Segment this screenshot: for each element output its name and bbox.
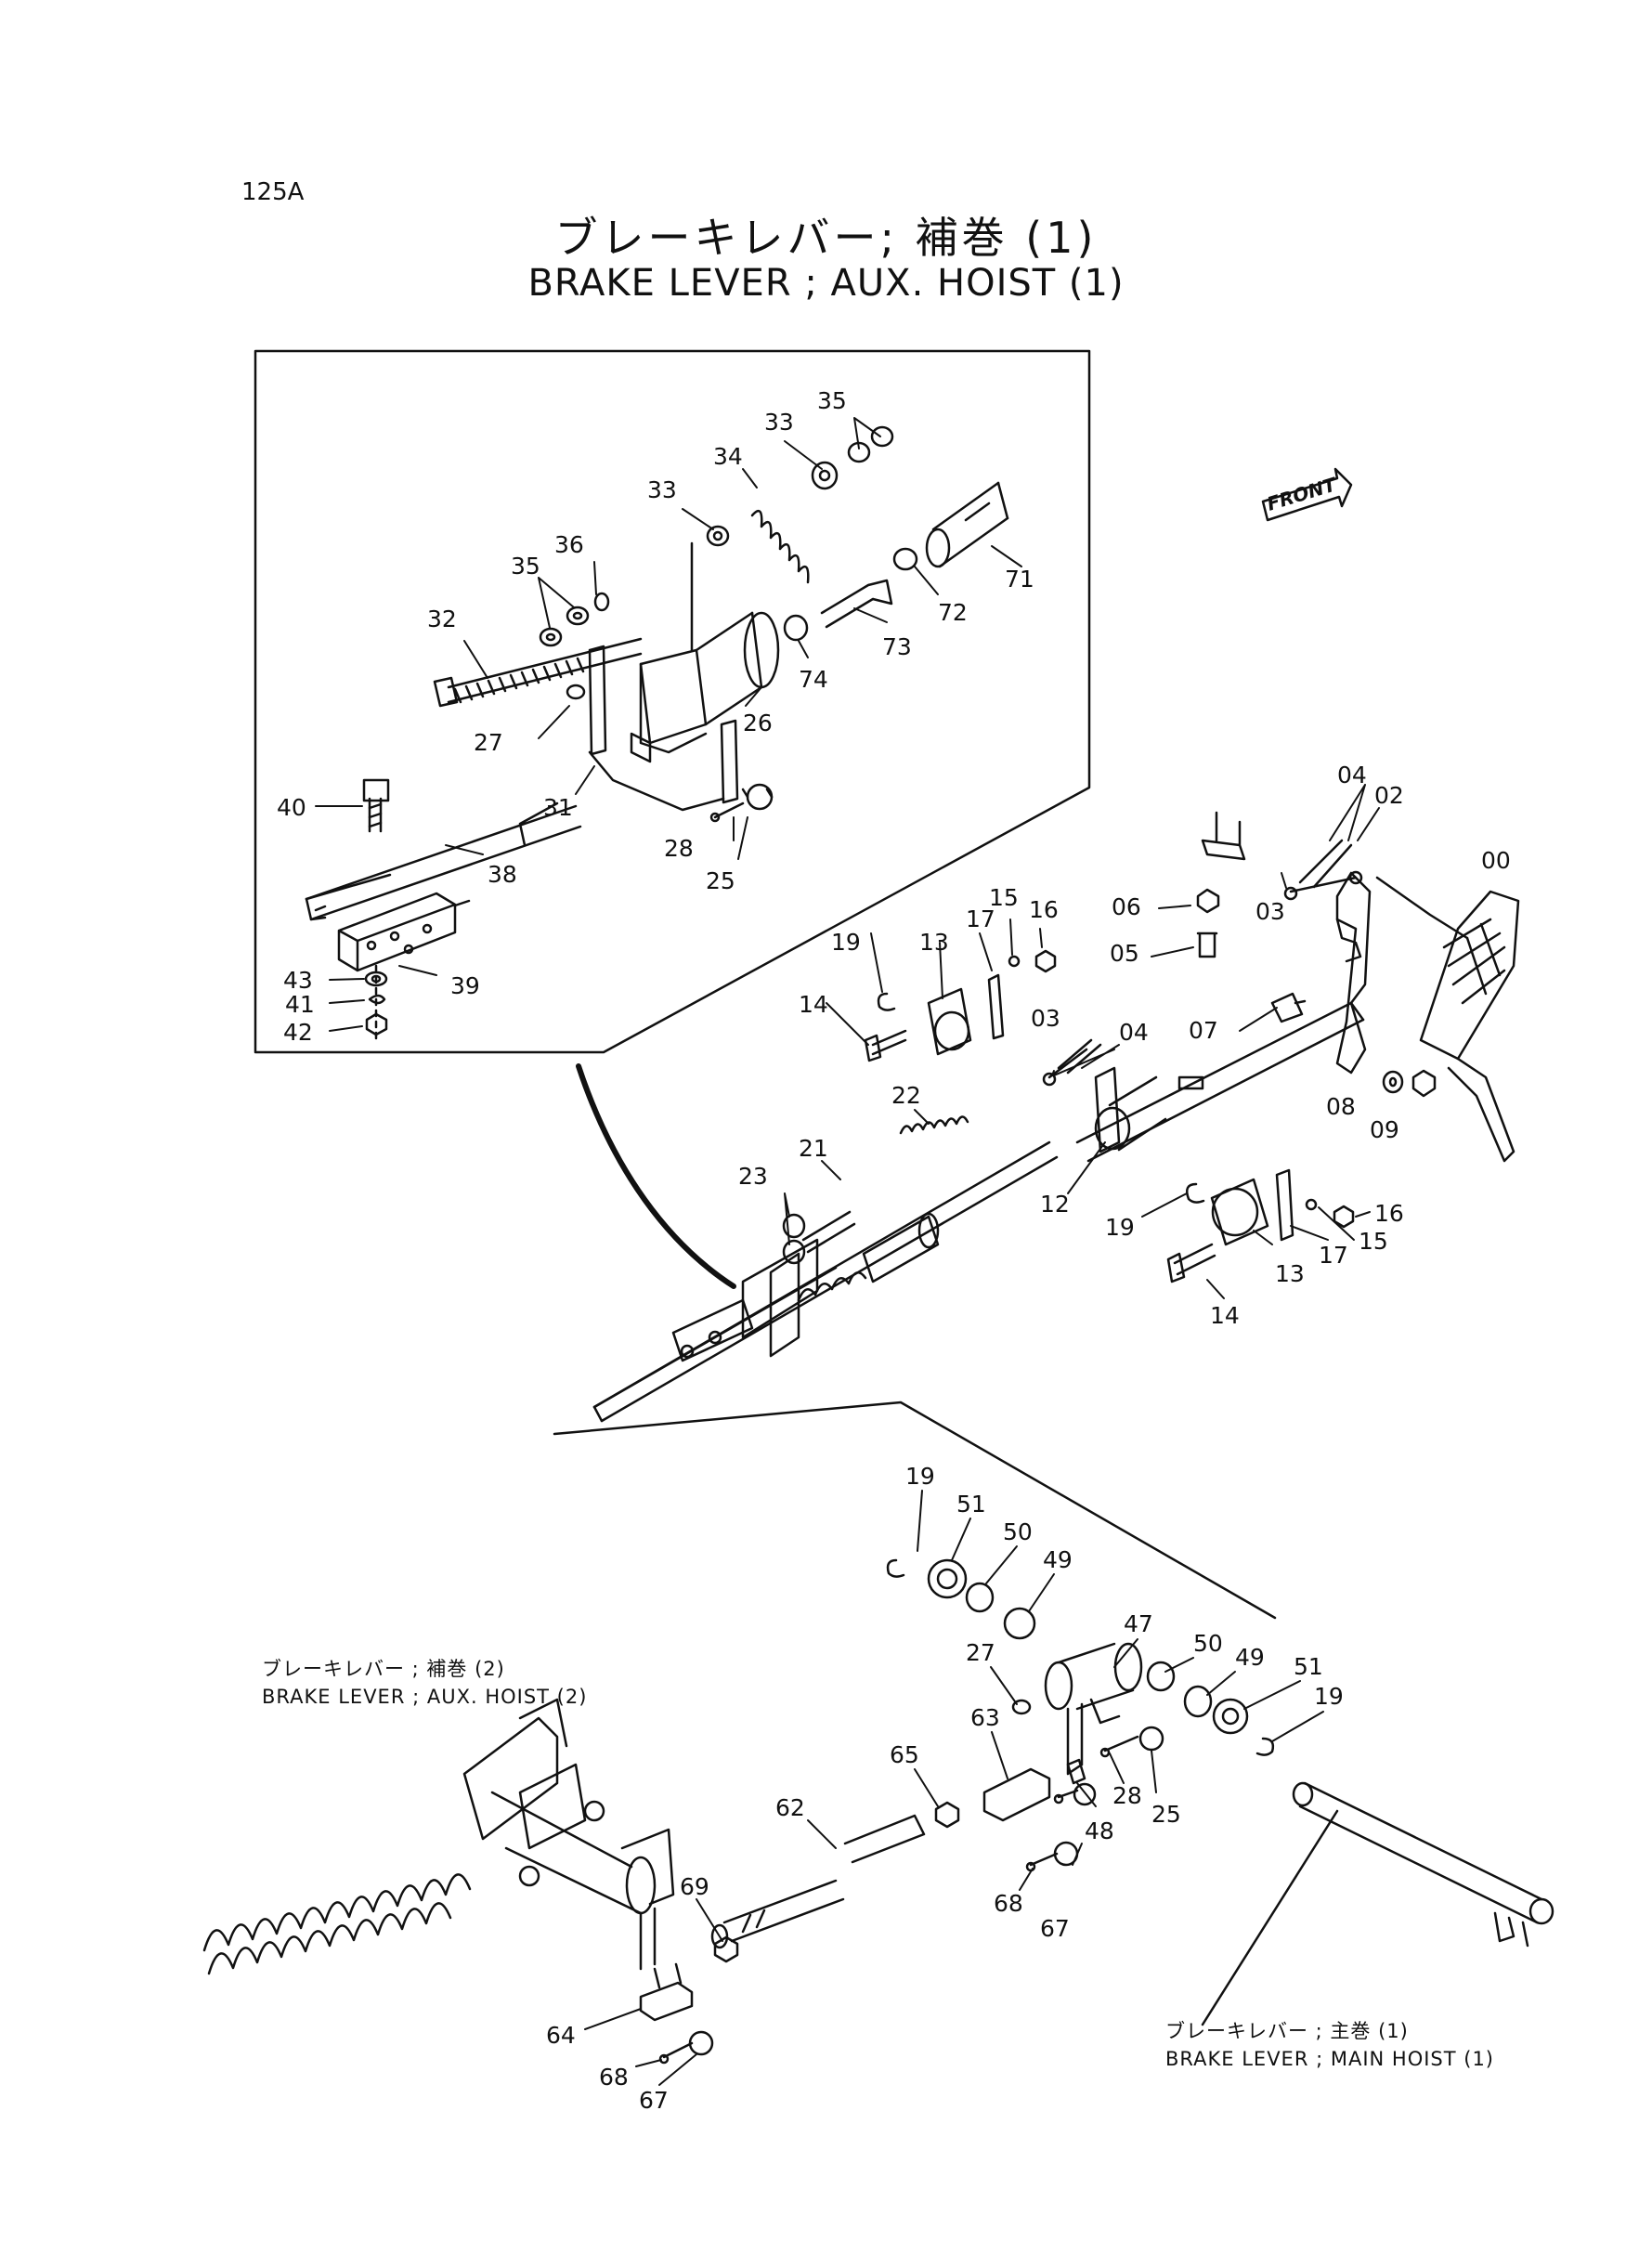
callout-35: 35 [817,387,847,414]
callout-33: 33 [764,409,794,436]
callout-19: 19 [905,1463,935,1490]
callout-36: 36 [554,531,584,558]
callout-34: 34 [713,443,743,470]
callout-13: 13 [919,929,949,956]
title-english: BRAKE LEVER ; AUX. HOIST (1) [527,262,1125,305]
callout-33: 33 [647,476,677,503]
callout-15: 15 [989,884,1019,911]
callout-41: 41 [285,991,315,1018]
ref-main-hoist-1-jp: ブレーキレバー ; 主巻 (1) [1165,2020,1409,2042]
callout-27: 27 [474,729,503,756]
callout-23: 23 [738,1163,768,1190]
callout-50: 50 [1193,1630,1223,1657]
callout-09: 09 [1370,1116,1399,1143]
callout-65: 65 [890,1741,919,1768]
callout-50: 50 [1003,1518,1033,1545]
callout-47: 47 [1124,1610,1153,1637]
lower-detail-outline [553,1401,1277,1620]
callout-26: 26 [743,710,773,736]
ref-aux-hoist-2-en: BRAKE LEVER ; AUX. HOIST (2) [262,1686,588,1708]
callout-73: 73 [882,633,912,660]
callout-21: 21 [799,1135,828,1162]
callout-31: 31 [543,794,573,821]
callout-28: 28 [1112,1782,1142,1809]
callout-25: 25 [1151,1801,1181,1828]
callout-14: 14 [1210,1302,1240,1329]
callout-12: 12 [1040,1191,1070,1218]
callout-63: 63 [970,1704,1000,1731]
ref-main-hoist-1: ブレーキレバー ; 主巻 (1) BRAKE LEVER ; MAIN HOIS… [1165,2017,1494,2073]
main-assembly-parts [592,467,1520,1423]
callout-04: 04 [1337,762,1367,788]
leader-lines [315,417,1380,2086]
callout-labels: 35 33 34 33 36 35 32 71 72 73 74 26 27 3… [277,387,1511,2114]
callout-17: 17 [966,905,995,932]
lower-parts [202,1558,1554,2065]
callout-19: 19 [1105,1214,1135,1241]
callout-27: 27 [966,1639,995,1666]
callout-39: 39 [450,972,480,999]
callout-16: 16 [1374,1200,1404,1227]
callout-28: 28 [664,835,694,862]
callout-02: 02 [1374,782,1404,809]
callout-15: 15 [1359,1228,1388,1255]
callout-51: 51 [1294,1653,1323,1680]
callout-04: 04 [1119,1019,1149,1046]
callout-13: 13 [1275,1260,1305,1287]
callout-69: 69 [680,1873,709,1900]
callout-72: 72 [938,599,968,626]
callout-62: 62 [775,1794,805,1821]
callout-05: 05 [1110,940,1139,967]
callout-06: 06 [1112,893,1141,920]
callout-67: 67 [639,2087,669,2114]
callout-43: 43 [283,967,313,994]
ref-main-hoist-1-en: BRAKE LEVER ; MAIN HOIST (1) [1165,2048,1495,2070]
callout-67: 67 [1040,1915,1070,1942]
page-number: 125A [241,178,305,206]
callout-16: 16 [1029,896,1059,923]
callout-19: 19 [1314,1683,1344,1710]
callout-74: 74 [799,666,828,693]
callout-00: 00 [1481,847,1511,874]
callout-38: 38 [488,861,517,888]
callout-71: 71 [1005,566,1034,593]
callout-07: 07 [1189,1017,1218,1044]
callout-19: 19 [831,929,861,956]
ref-aux-hoist-2-jp: ブレーキレバー ; 補巻 (2) [262,1658,505,1680]
callout-64: 64 [546,2022,576,2049]
callout-49: 49 [1235,1644,1265,1671]
callout-32: 32 [427,606,457,632]
callout-40: 40 [277,794,306,821]
callout-48: 48 [1085,1818,1114,1844]
callout-68: 68 [599,2064,629,2091]
callout-14: 14 [799,991,828,1018]
callout-68: 68 [994,1890,1023,1917]
callout-08: 08 [1326,1093,1356,1120]
callout-17: 17 [1319,1242,1348,1269]
callout-35: 35 [511,553,540,580]
callout-22: 22 [891,1082,921,1109]
callout-51: 51 [956,1491,986,1518]
callout-25: 25 [706,867,735,894]
callout-49: 49 [1043,1546,1073,1573]
detail-box-outline [254,349,1091,1054]
upper-detail-parts [305,425,1009,1042]
ref-aux-hoist-2: ブレーキレバー ; 補巻 (2) BRAKE LEVER ; AUX. HOIS… [262,1655,587,1711]
callout-03: 03 [1031,1005,1060,1032]
callout-42: 42 [283,1019,313,1046]
detail-leader-arrow [576,1063,736,1289]
title-japanese: ブレーキレバー; 補巻 (1) [554,213,1098,263]
callout-03: 03 [1255,898,1285,925]
